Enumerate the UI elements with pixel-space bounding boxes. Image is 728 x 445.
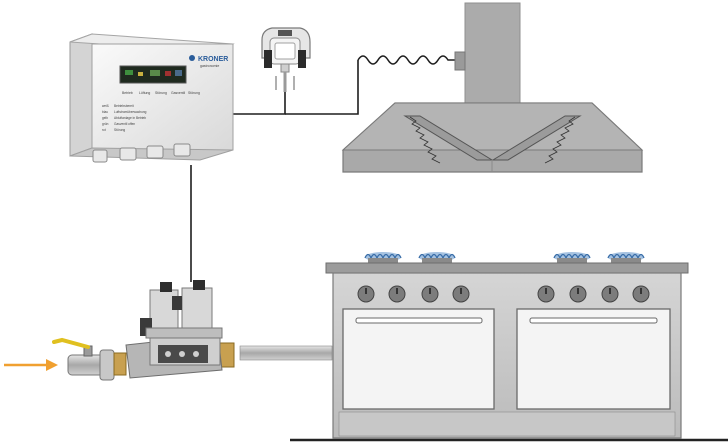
wire-sensor-hub-to-hood bbox=[285, 60, 359, 115]
solenoid-coil-right bbox=[181, 287, 213, 331]
burner-icon bbox=[418, 252, 456, 263]
legend-color: grün bbox=[102, 122, 109, 126]
gas-flow-arrow-icon bbox=[4, 359, 58, 371]
legend-text: Störung bbox=[114, 128, 125, 132]
led-label: Betrieb bbox=[122, 91, 133, 95]
led-label: Gasventil bbox=[171, 91, 185, 95]
legend-color: gelb bbox=[102, 116, 108, 120]
ball-valve-handle bbox=[52, 337, 90, 349]
burner-icon bbox=[364, 252, 402, 263]
led-label: Lüftung bbox=[139, 91, 150, 95]
gas-solenoid-valve bbox=[52, 280, 235, 381]
extractor-hood bbox=[341, 2, 644, 173]
hood-duct bbox=[464, 2, 521, 104]
hood-duct-connector bbox=[454, 51, 466, 71]
gas-pipe bbox=[239, 345, 333, 361]
control-unit: KRONER gastronomie Betrieb Lüftung Störu… bbox=[69, 33, 235, 163]
wire-coiled-to-hood bbox=[357, 55, 455, 65]
signal-wires bbox=[190, 55, 455, 282]
oven-door-right bbox=[516, 308, 671, 410]
burner-icon bbox=[553, 252, 591, 263]
airflow-sensor bbox=[261, 27, 311, 92]
legend-color: rot bbox=[102, 128, 106, 132]
brand-logo-icon bbox=[189, 55, 195, 61]
wire-controller-to-sensor-hub bbox=[233, 92, 286, 115]
led-label: Störung bbox=[188, 91, 200, 95]
burners bbox=[364, 252, 645, 263]
legend-text: Gasventil offen bbox=[114, 122, 135, 126]
legend-text: Betriebsbereit bbox=[114, 104, 134, 108]
oven-door-left bbox=[342, 308, 495, 410]
led-legend: weiß Betriebsbereit blau Luftstromüberwa… bbox=[102, 104, 147, 132]
control-unit-front bbox=[91, 43, 234, 151]
led-label: Störung bbox=[155, 91, 167, 95]
led-labels: Betrieb Lüftung Störung Gasventil Störun… bbox=[122, 91, 200, 95]
gas-range bbox=[290, 252, 728, 442]
legend-color: blau bbox=[102, 110, 108, 114]
legend-text: Abluftanlage in Betrieb bbox=[114, 116, 146, 120]
legend-text: Luftstromüberwachung bbox=[114, 110, 147, 114]
brand-name: KRONER bbox=[198, 56, 228, 63]
burner-icon bbox=[607, 252, 645, 263]
hood-grease-filter-right bbox=[491, 115, 582, 164]
cooktop bbox=[325, 262, 689, 274]
brand-subtitle: gastronomie bbox=[200, 64, 219, 68]
cable-glands bbox=[92, 143, 191, 163]
legend-color: weiß bbox=[102, 104, 109, 108]
